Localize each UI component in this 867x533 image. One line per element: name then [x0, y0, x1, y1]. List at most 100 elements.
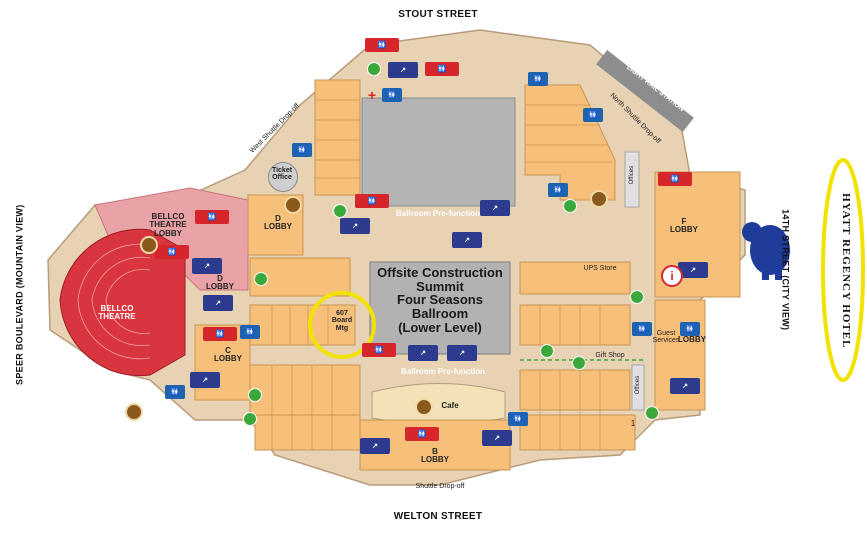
- coffee-icon: [125, 403, 143, 421]
- first-aid-icon: +: [367, 87, 377, 103]
- exit-icon: [540, 344, 554, 358]
- meeting-block-south-west: [249, 364, 361, 416]
- exit-icon: [563, 199, 577, 213]
- escalator-icon: ↗: [670, 378, 700, 394]
- restroom-icon: 🚻: [680, 322, 700, 336]
- highlight-hotel: [821, 158, 865, 382]
- street-west: SPEER BOULEVARD (MOUNTAIN VIEW): [14, 204, 25, 385]
- south-shuttle-drop-off: Shuttle Drop-off: [415, 483, 465, 490]
- ups-store: UPS Store: [583, 265, 617, 272]
- lobby-d-north-line-1: D: [275, 214, 281, 223]
- exit-icon: [645, 406, 659, 420]
- street-east: 14TH STREET (CITY VIEW): [780, 209, 791, 331]
- lobby-b-line-2: LOBBY: [421, 455, 449, 465]
- bellco-theatre-area: [59, 228, 186, 377]
- escalator-icon: ↗: [203, 295, 233, 311]
- escalator-icon: ↗: [480, 200, 510, 216]
- meeting-block-north-west: [314, 79, 361, 196]
- restroom-icon: 🚻: [583, 108, 603, 122]
- restroom-icon: 🚻: [382, 88, 402, 102]
- coffee-icon: [284, 196, 302, 214]
- light-rail-station-bar: [596, 50, 694, 132]
- restroom-icon: 🚻: [165, 385, 185, 399]
- blue-bear-sculpture: [742, 222, 790, 280]
- cafe-coffee-icon: [415, 398, 433, 416]
- restroom-icon: 🚻: [355, 194, 389, 208]
- highlight-board-room: [308, 291, 376, 359]
- restroom-icon: 🚻: [658, 172, 692, 186]
- escalator-icon: ↗: [447, 345, 477, 361]
- lobby-d-south-line-1: D: [217, 274, 223, 283]
- escalator-icon: ↗: [340, 218, 370, 234]
- board-room-607: 607 Board Mtg: [326, 310, 358, 332]
- exit-icon: [248, 388, 262, 402]
- escalator-icon: ↗: [452, 232, 482, 248]
- ballroom-line-3: Four Seasons: [397, 292, 483, 308]
- bellco-lobby-line-1: BELLCO: [151, 212, 185, 221]
- exit-icon: [367, 62, 381, 76]
- restroom-icon: 🚻: [362, 343, 396, 357]
- escalator-icon: ↗: [360, 438, 390, 454]
- exit-icon: [243, 412, 257, 426]
- lobby-d-north-line-2: LOBBY: [264, 222, 292, 232]
- ticket-office: [268, 162, 298, 192]
- board-room-line-3: Mtg: [335, 324, 349, 332]
- exit-icon: [572, 356, 586, 370]
- bellco-lobby-line-3: LOBBY: [154, 228, 182, 238]
- escalator-icon: ↗: [192, 258, 222, 274]
- offices-strip-south: [631, 364, 645, 411]
- info-icon: i: [661, 265, 683, 287]
- ballroom-line-1: Offsite Construction: [377, 265, 503, 280]
- restroom-icon: 🚻: [528, 72, 548, 86]
- ballroom-label: Offsite Construction Summit Four Seasons…: [370, 266, 510, 334]
- restroom-icon: 🚻: [632, 322, 652, 336]
- restroom-icon: 🚻: [365, 38, 399, 52]
- bellco-lobby-line-2: THEATRE: [149, 220, 187, 230]
- pre-function-top: Ballroom Pre-function: [395, 209, 480, 218]
- meeting-block-mid-west: [249, 304, 356, 346]
- meeting-block-south-east: [519, 369, 631, 411]
- restroom-icon: 🚻: [240, 325, 260, 339]
- theatre-seating-rings: [77, 243, 151, 360]
- exit-icon: [630, 290, 644, 304]
- pre-function-bottom: Ballroom Pre-function: [400, 367, 485, 376]
- exhibit-hall: [361, 97, 516, 207]
- restroom-icon: 🚻: [405, 427, 439, 441]
- cafe-label: Cafe: [441, 401, 459, 410]
- room-1: 1: [630, 419, 636, 428]
- restroom-icon: 🚻: [548, 183, 568, 197]
- offices-strip-north: [624, 151, 640, 208]
- escalator-icon: ↗: [408, 345, 438, 361]
- meeting-block-mid-east: [519, 304, 631, 346]
- ticket-office-line-2: Office: [272, 174, 292, 182]
- lobby-c-line-1: C: [225, 346, 231, 355]
- four-seasons-ballroom: [369, 261, 511, 355]
- exit-icon: [333, 204, 347, 218]
- restroom-icon: 🚻: [508, 412, 528, 426]
- lobby-a-line-2: LOBBY: [678, 335, 706, 345]
- restroom-icon: 🚻: [425, 62, 459, 76]
- bellco-theatre-line-1: BELLCO: [100, 304, 134, 313]
- street-north: STOUT STREET: [398, 9, 478, 20]
- room-divider-lines: [271, 99, 612, 450]
- escalator-icon: ↗: [678, 262, 708, 278]
- offices-north: Offices: [628, 165, 635, 185]
- escalator-icon: ↗: [482, 430, 512, 446]
- offices-south: Offices: [634, 375, 641, 395]
- lobby-f-line-2: LOBBY: [670, 225, 698, 235]
- ballroom-line-2: Summit: [416, 278, 464, 294]
- lobby-c-line-2: LOBBY: [214, 354, 242, 364]
- meeting-block-south-east-lower: [519, 414, 636, 451]
- restroom-icon: 🚻: [155, 245, 189, 259]
- lobby-f-line-1: F: [681, 217, 687, 226]
- ballroom-line-5: (Lower Level): [398, 319, 482, 335]
- restroom-icon: 🚻: [195, 210, 229, 224]
